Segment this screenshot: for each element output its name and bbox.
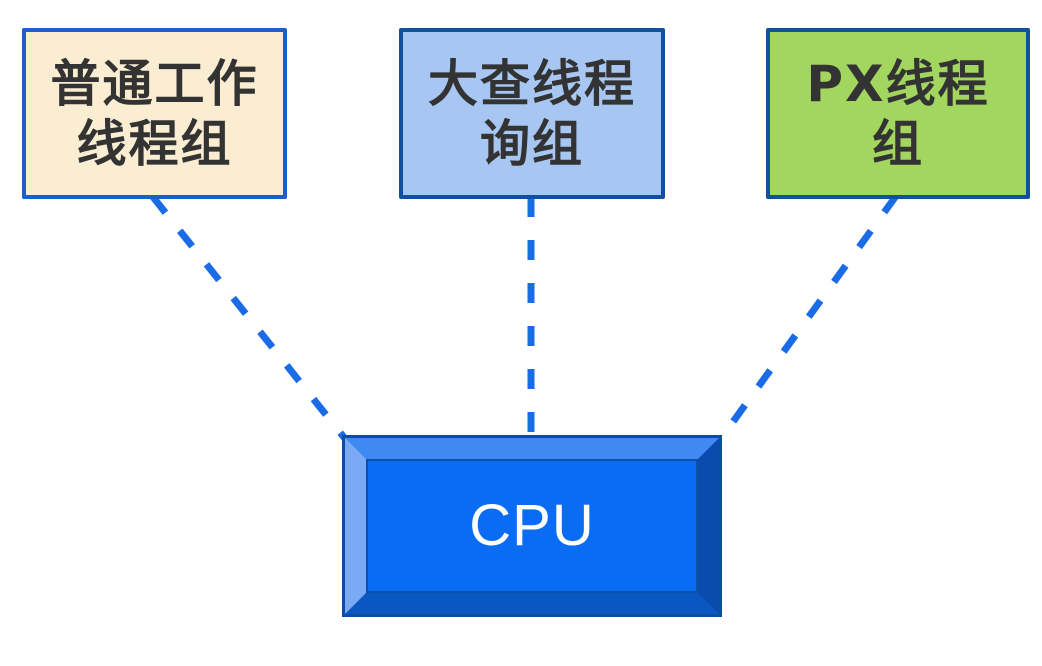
node-label-line: 大查线程 bbox=[428, 54, 636, 113]
cpu-face: CPU bbox=[366, 459, 698, 593]
connector-normal-worker-to-cpu bbox=[150, 194, 349, 443]
cpu-label: CPU bbox=[469, 493, 595, 558]
node-label-line: PX线程 bbox=[806, 54, 990, 113]
connector-px-to-cpu bbox=[719, 193, 899, 440]
cpu-node: CPU bbox=[342, 435, 722, 617]
node-label-line: 普通工作 bbox=[50, 54, 259, 113]
node-label-line: 组 bbox=[872, 114, 924, 173]
node-px-thread-group: PX线程 组 bbox=[766, 28, 1030, 199]
node-normal-worker-thread-group: 普通工作 线程组 bbox=[22, 28, 287, 199]
node-large-query-thread-group: 大查线程 询组 bbox=[399, 28, 665, 199]
cpu-bevel: CPU bbox=[345, 438, 719, 614]
node-label-line: 线程组 bbox=[76, 114, 233, 173]
node-label-line: 询组 bbox=[480, 114, 584, 173]
